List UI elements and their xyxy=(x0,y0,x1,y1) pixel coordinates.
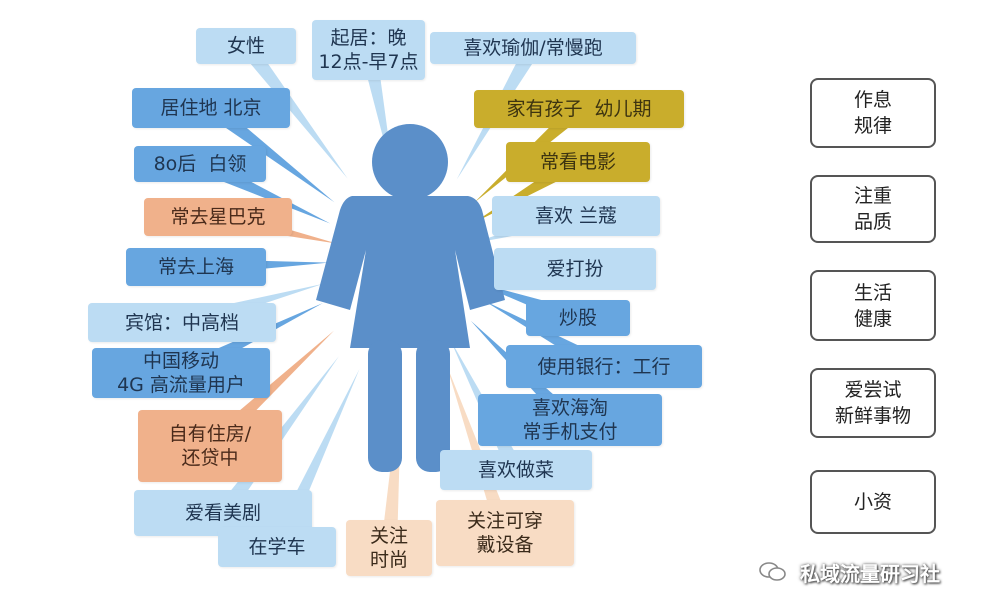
tag-lives-beijing: 居住地 北京 xyxy=(132,88,290,128)
woman-icon xyxy=(316,124,505,472)
tag-starbucks: 常去星巴克 xyxy=(144,198,292,236)
tag-driving: 在学车 xyxy=(218,527,336,567)
figure-head xyxy=(372,124,448,200)
category-novelty: 爱尝试 新鲜事物 xyxy=(810,368,936,438)
tag-haitao: 喜欢海淘常手机支付 xyxy=(478,394,662,446)
tag-female: 女性 xyxy=(196,28,296,64)
category-health: 生活 健康 xyxy=(810,270,936,341)
tag-cooking: 喜欢做菜 xyxy=(440,450,592,490)
tag-shanghai: 常去上海 xyxy=(126,248,266,286)
tag-hotel: 宾馆：中高档 xyxy=(88,303,276,342)
category-routine: 作息 规律 xyxy=(810,78,936,148)
tag-has-child: 家有孩子 幼儿期 xyxy=(474,90,684,128)
figure-dress xyxy=(316,196,505,348)
category-petit-bourgeois: 小资 xyxy=(810,470,936,534)
tag-yoga-running: 喜欢瑜伽/常慢跑 xyxy=(430,32,636,64)
tag-stocks: 炒股 xyxy=(526,300,630,336)
watermark: 私域流量研习社 xyxy=(800,562,940,586)
tag-movies: 常看电影 xyxy=(506,142,650,182)
wechat-icon xyxy=(759,562,786,581)
figure-leg-left xyxy=(368,340,402,472)
tag-80s-whitecollar: 8o后 白领 xyxy=(134,146,266,182)
tag-dress-up: 爱打扮 xyxy=(494,248,656,290)
tag-own-house: 自有住房/还贷中 xyxy=(138,410,282,482)
tag-fashion: 关注时尚 xyxy=(346,520,432,576)
tag-wearables: 关注可穿戴设备 xyxy=(436,500,574,566)
tag-lancome: 喜欢 兰蔻 xyxy=(492,196,660,236)
figure-leg-right xyxy=(416,340,450,472)
tag-bank: 使用银行：工行 xyxy=(506,345,702,388)
callout-tail xyxy=(239,41,348,179)
category-quality: 注重 品质 xyxy=(810,175,936,243)
callout-tail xyxy=(446,363,513,536)
